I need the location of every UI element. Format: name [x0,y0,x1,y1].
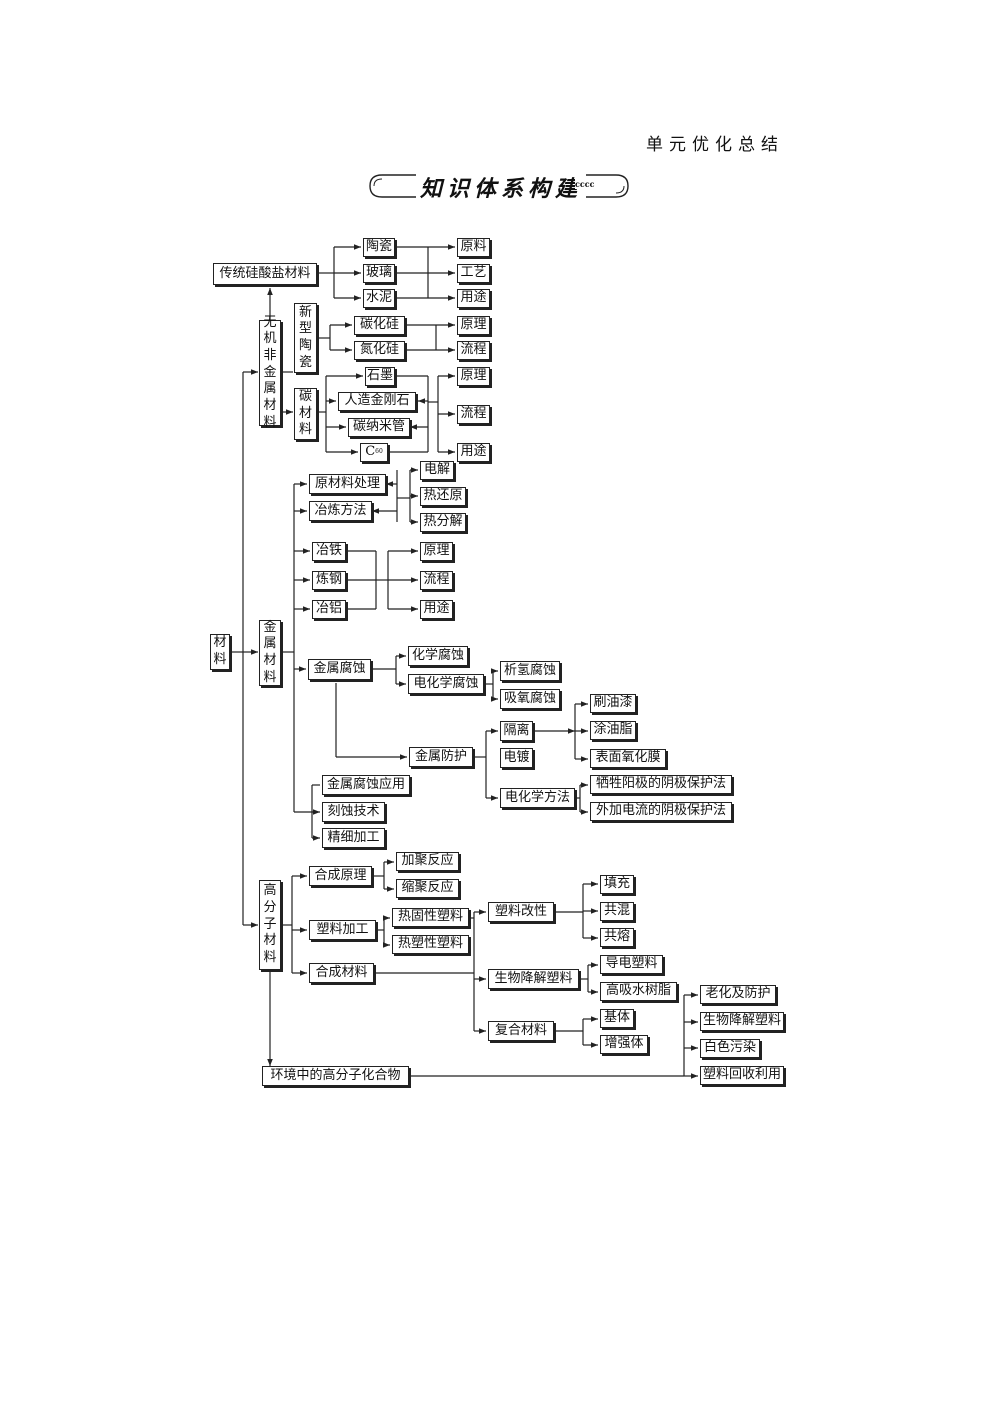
inorganic-nonmetal-material: 无机非金属材料 [259,315,281,430]
thermal-reduction: 热还原 [420,487,466,506]
corrosion-application: 金属腐蚀应用 [322,775,410,795]
conductive-plastic: 导电塑料 [600,955,663,974]
surface-oxide-film: 表面氧化膜 [590,749,666,768]
synthetic-diamond: 人造金刚石 [338,392,416,411]
superabsorbent-resin: 高吸水树脂 [600,982,677,1001]
metal-process: 流程 [420,571,453,590]
matrix: 基体 [600,1009,634,1028]
filling: 填充 [600,875,634,894]
biodegradable-plastic-env: 生物降解塑料 [700,1012,784,1031]
metal-principle: 原理 [420,542,453,561]
metal-protection: 金属防护 [409,747,473,767]
traditional-use: 用途 [457,289,490,308]
new-ceramic-process: 流程 [457,341,490,360]
glass: 玻璃 [363,264,395,283]
etching-technology: 刻蚀技术 [322,802,385,822]
ceramic: 陶瓷 [363,238,395,257]
traditional-raw: 原料 [457,238,490,257]
banner-frame [369,174,629,198]
traditional-silicate: 传统硅酸盐材料 [213,263,317,285]
hydrogen-evolution-corrosion: 析氢腐蚀 [500,661,560,681]
environmental-polymers: 环境中的高分子化合物 [262,1066,409,1086]
plastic-processing: 塑料加工 [309,920,376,940]
synthesis-principle: 合成原理 [309,866,372,886]
silicon-carbide: 碳化硅 [354,316,405,335]
electrolysis: 电解 [420,461,454,480]
carbon-process: 流程 [457,405,490,424]
cement: 水泥 [363,289,395,308]
brush-paint: 刷油漆 [590,694,636,713]
white-pollution: 白色污染 [700,1039,760,1058]
plastic-modification: 塑料改性 [488,902,554,922]
section-header: 单元优化总结 [646,135,784,155]
chemical-corrosion: 化学腐蚀 [408,646,468,666]
aluminum-smelting: 冶铝 [312,600,346,619]
reinforcement: 增强体 [600,1035,648,1054]
thermosetting-plastic: 热固性塑料 [392,908,469,927]
aging-and-protection: 老化及防护 [700,985,776,1004]
impressed-current-protection: 外加电流的阴极保护法 [590,802,732,821]
condensation-polymerization: 缩聚反应 [396,879,459,898]
thermal-decomposition: 热分解 [420,513,466,532]
electrochemical-corrosion: 电化学腐蚀 [408,674,484,694]
isolation: 隔离 [500,721,533,741]
metal-use: 用途 [420,600,453,619]
banner-title: 知识体系构建 [416,171,587,203]
carbon-material: 碳材料 [294,388,317,440]
graphite: 石墨 [365,367,395,386]
metal-corrosion: 金属腐蚀 [308,659,371,680]
carbon-use: 用途 [457,443,490,462]
polymer-material: 高分子材料 [259,880,281,970]
plastic-recycling: 塑料回收利用 [700,1066,784,1085]
silicon-nitride: 氮化硅 [354,341,405,360]
root-material: 材料 [210,634,230,670]
banner-tag: cccc [575,179,595,189]
apply-grease: 涂油脂 [590,721,636,740]
iron-smelting: 冶铁 [312,542,346,561]
steelmaking: 炼钢 [312,571,346,590]
synthetic-materials: 合成材料 [309,963,374,983]
co-melting: 共熔 [600,928,634,947]
c60-subscript: 60 [375,448,383,456]
new-ceramic-principle: 原理 [457,316,490,335]
new-ceramic: 新型陶瓷 [294,303,317,373]
c60-label: C [365,444,376,460]
fine-processing: 精细加工 [322,828,385,848]
composite-materials: 复合材料 [488,1021,554,1041]
metal-material: 金属材料 [259,620,281,686]
raw-material-processing: 原材料处理 [309,474,386,494]
blending: 共混 [600,902,634,921]
electroplating: 电镀 [500,748,533,768]
electrochemical-method: 电化学方法 [500,788,575,808]
carbon-principle: 原理 [457,367,490,386]
carbon-nanotube: 碳纳米管 [348,418,410,437]
thermoplastic: 热塑性塑料 [392,935,469,954]
traditional-craft: 工艺 [457,264,490,283]
sacrificial-anode-protection: 牺牲阳极的阴极保护法 [590,775,732,794]
biodegradable-plastic: 生物降解塑料 [488,969,579,989]
addition-polymerization: 加聚反应 [396,852,459,871]
smelting-method: 冶炼方法 [309,501,372,521]
oxygen-absorption-corrosion: 吸氧腐蚀 [500,689,560,709]
